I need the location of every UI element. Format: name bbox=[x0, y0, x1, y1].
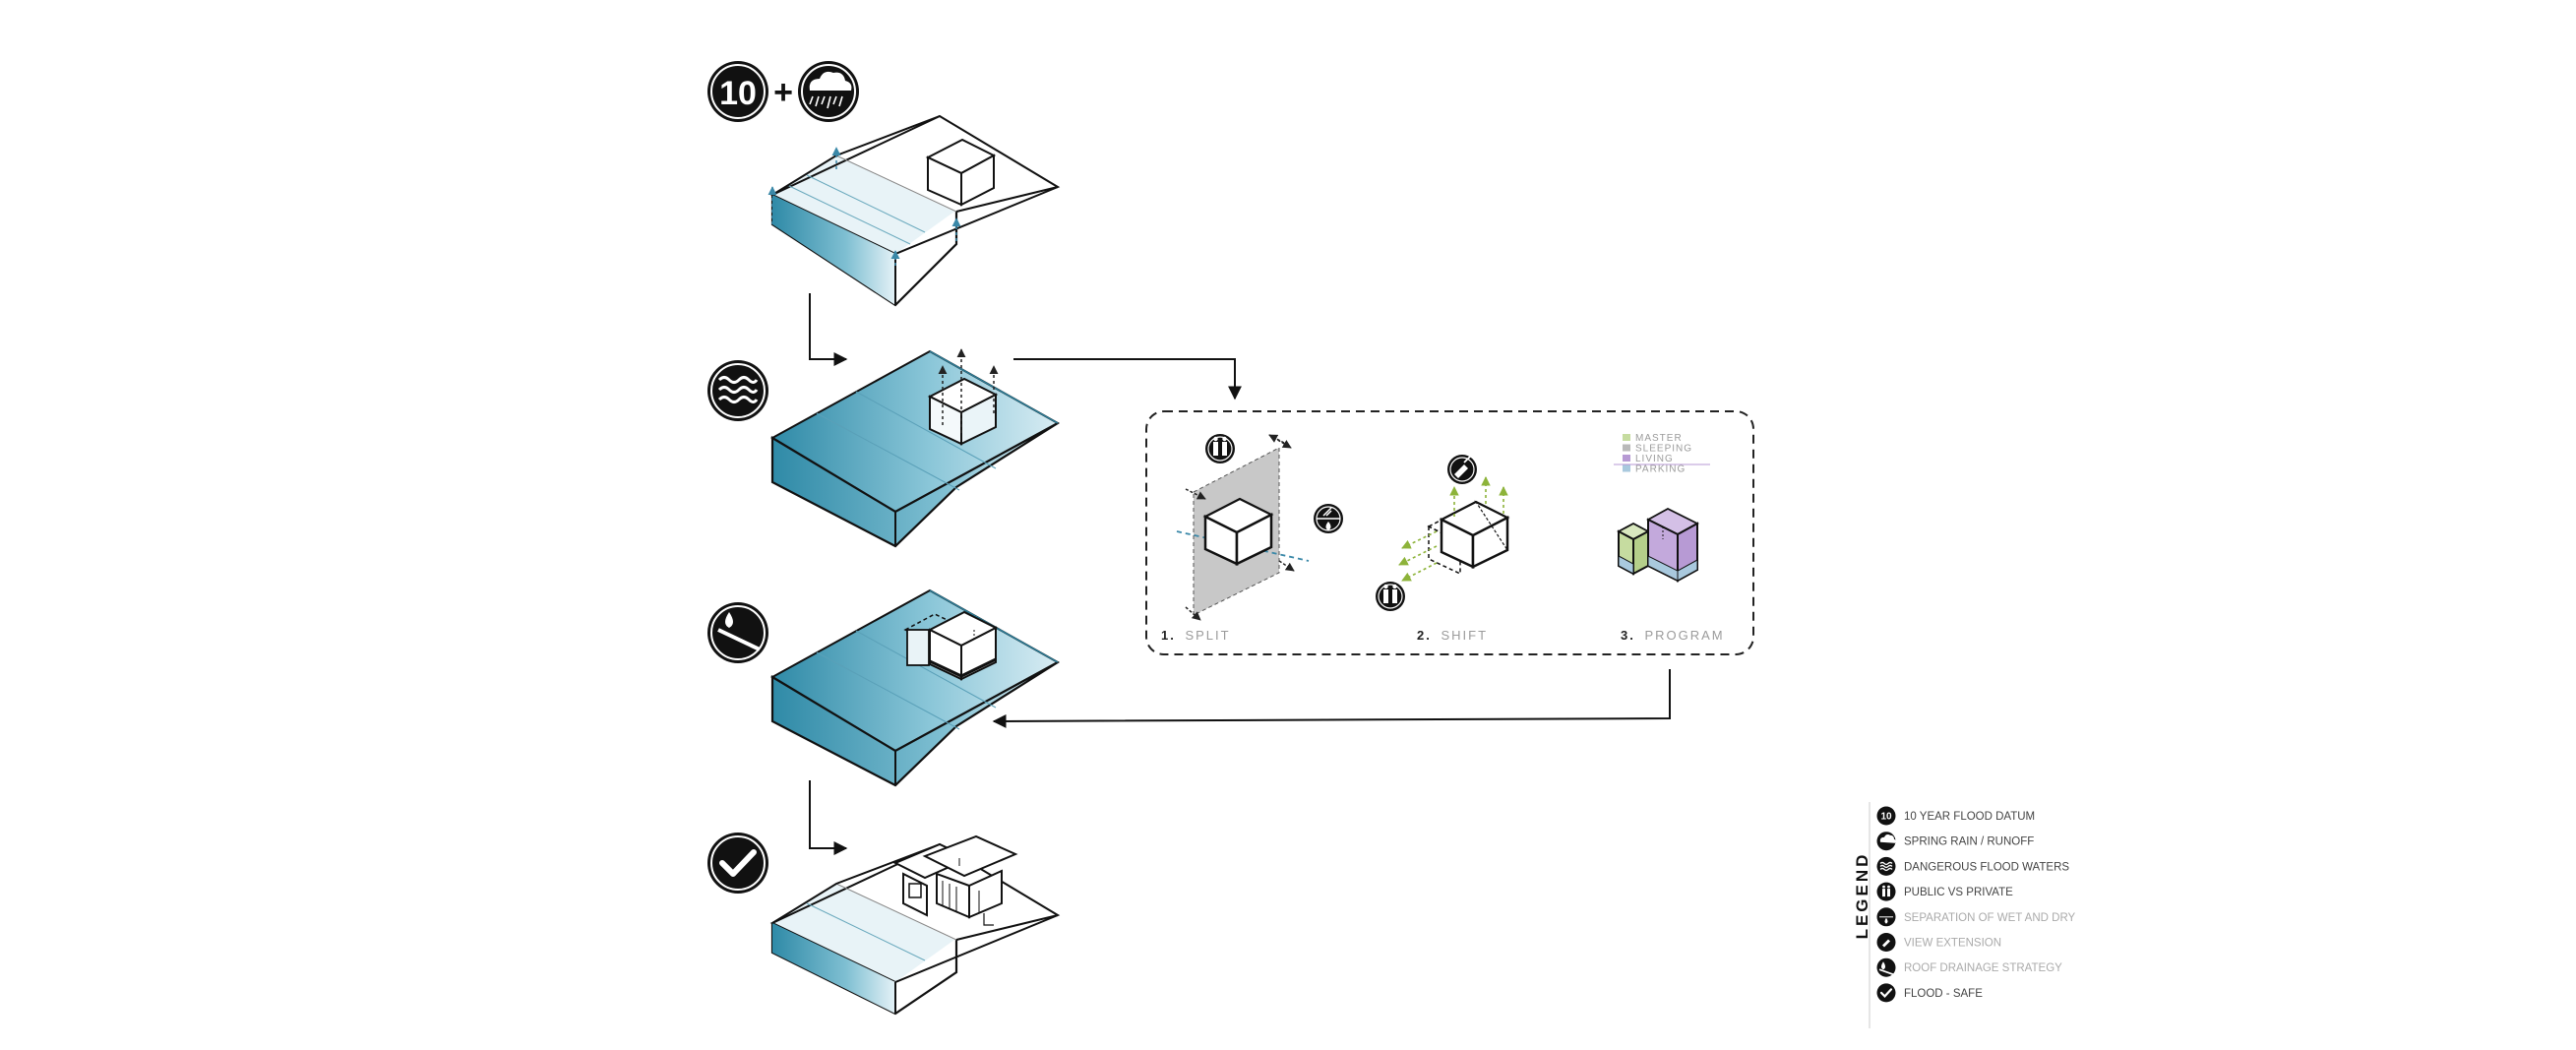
program-key-item: LIVING bbox=[1623, 454, 1674, 464]
program-key-label: LIVING bbox=[1635, 454, 1674, 464]
wet-dry-icon bbox=[1876, 907, 1896, 927]
program-key-item: SLEEPING bbox=[1623, 444, 1692, 455]
svg-text:10: 10 bbox=[1880, 812, 1892, 823]
terrain-stage-2 bbox=[769, 348, 1061, 548]
flood-waters-icon bbox=[1876, 856, 1896, 876]
svg-text:3. PROGRAM: 3. PROGRAM bbox=[1621, 628, 1725, 643]
view-extension-icon bbox=[1447, 455, 1477, 484]
house-volume-flooded bbox=[927, 377, 999, 446]
legend-item: VIEW EXTENSION bbox=[1876, 933, 2001, 952]
program-key-swatch bbox=[1623, 455, 1630, 462]
spring-rain-icon bbox=[1876, 832, 1896, 851]
program-step-number: 3. bbox=[1621, 628, 1635, 643]
flood-datum-number: 10 bbox=[719, 75, 757, 112]
flow-arrow-1 bbox=[809, 293, 848, 366]
flow-arrow-2 bbox=[1013, 358, 1242, 401]
program-key-label: MASTER bbox=[1635, 433, 1683, 444]
shift-panel: 2. SHIFT bbox=[1376, 455, 1510, 643]
flood-datum-icon: 10 bbox=[1876, 806, 1896, 826]
program-key-swatch bbox=[1623, 444, 1630, 452]
check-icon bbox=[719, 849, 757, 877]
plus-sign: + bbox=[773, 74, 793, 111]
cloud-rain-icon bbox=[809, 71, 852, 109]
program-key-label: PARKING bbox=[1635, 464, 1686, 475]
program-massing bbox=[1617, 507, 1699, 583]
process-box bbox=[1145, 410, 1754, 655]
legend-item: SPRING RAIN / RUNOFF bbox=[1876, 832, 2034, 851]
program-key-item: PARKING bbox=[1623, 464, 1686, 475]
legend-item: FLOOD - SAFE bbox=[1876, 983, 1983, 1003]
legend: LEGEND 10 10 YEAR FLOOD DATUM SPRING RAIN … bbox=[1853, 802, 2076, 1028]
flow-arrow-4 bbox=[809, 780, 848, 855]
split-panel: 1. SPLIT bbox=[1161, 434, 1343, 643]
legend-item-label: SEPARATION OF WET AND DRY bbox=[1904, 912, 2076, 924]
waves-icon bbox=[717, 376, 759, 403]
terrain-stage-4 bbox=[769, 834, 1061, 1016]
house-split-volume bbox=[903, 610, 999, 681]
legend-item-label: ROOF DRAINAGE STRATEGY bbox=[1904, 962, 2062, 974]
drop-roof-icon bbox=[717, 612, 761, 651]
roof-drainage-icon bbox=[1876, 957, 1896, 977]
legend-item: 10 10 YEAR FLOOD DATUM bbox=[1876, 806, 2035, 826]
legend-item: SEPARATION OF WET AND DRY bbox=[1876, 907, 2076, 927]
flood-safe-icon bbox=[1876, 983, 1896, 1003]
roof-drainage-badge bbox=[707, 602, 768, 663]
legend-item-label: VIEW EXTENSION bbox=[1904, 938, 2001, 950]
wet-dry-icon bbox=[1314, 504, 1343, 533]
legend-item-label: FLOOD - SAFE bbox=[1904, 988, 1983, 1000]
shift-step-label: SHIFT bbox=[1441, 628, 1488, 643]
legend-item-label: DANGEROUS FLOOD WATERS bbox=[1904, 861, 2069, 873]
shift-step-number: 2. bbox=[1417, 628, 1432, 643]
split-step-number: 1. bbox=[1161, 628, 1176, 643]
house-volume bbox=[925, 138, 997, 207]
legend-item-label: PUBLIC VS PRIVATE bbox=[1904, 887, 2013, 898]
program-key-swatch bbox=[1623, 464, 1630, 472]
spring-rain-badge bbox=[798, 61, 859, 122]
public-private-icon-2 bbox=[1376, 582, 1405, 611]
program-key-swatch bbox=[1623, 434, 1630, 441]
split-step-label: SPLIT bbox=[1185, 628, 1230, 643]
final-house bbox=[892, 834, 1018, 926]
flood-waters-badge bbox=[707, 360, 768, 421]
program-key-label: SLEEPING bbox=[1635, 444, 1692, 455]
program-key-item: MASTER bbox=[1623, 433, 1683, 444]
program-step-label: PROGRAM bbox=[1644, 628, 1724, 643]
legend-item: DANGEROUS FLOOD WATERS bbox=[1876, 856, 2069, 876]
legend-item: ROOF DRAINAGE STRATEGY bbox=[1876, 957, 2062, 977]
svg-text:1. SPLIT: 1. SPLIT bbox=[1161, 628, 1231, 643]
public-private-icon bbox=[1876, 882, 1896, 901]
terrain-stage-3 bbox=[769, 588, 1061, 787]
flow-arrow-3 bbox=[992, 669, 1671, 728]
terrain-stage-1 bbox=[767, 114, 1061, 307]
legend-item: PUBLIC VS PRIVATE bbox=[1876, 882, 2013, 901]
flood-datum-badge: 10 bbox=[707, 61, 768, 122]
flood-safe-badge bbox=[707, 833, 768, 894]
public-private-icon bbox=[1205, 434, 1235, 463]
view-extension-icon bbox=[1876, 933, 1896, 952]
legend-title: LEGEND bbox=[1853, 852, 1871, 940]
legend-items: 10 10 YEAR FLOOD DATUM SPRING RAIN / RUNOF… bbox=[1876, 806, 2076, 1003]
legend-item-label: SPRING RAIN / RUNOFF bbox=[1904, 836, 2034, 848]
svg-text:2. SHIFT: 2. SHIFT bbox=[1417, 628, 1488, 643]
legend-item-label: 10 YEAR FLOOD DATUM bbox=[1904, 811, 2035, 823]
